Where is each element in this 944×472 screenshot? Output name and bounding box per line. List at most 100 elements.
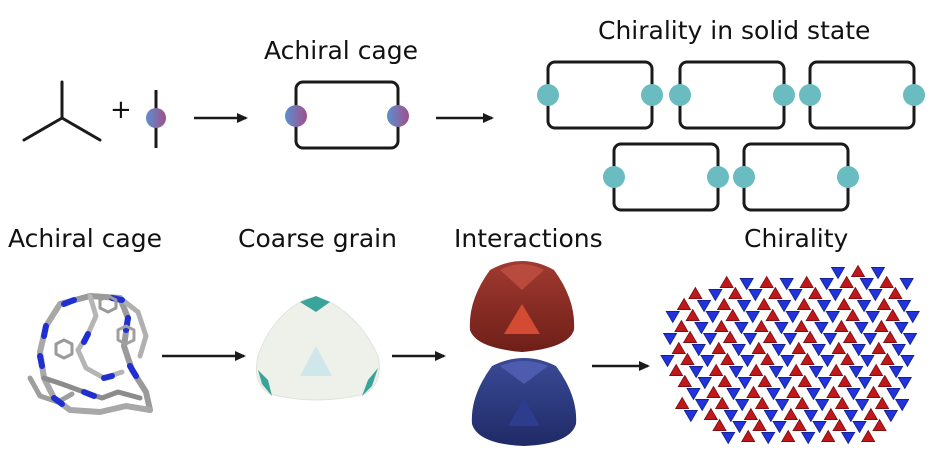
crystal-blue-unit (801, 432, 816, 445)
crystal-blue-unit (814, 322, 829, 335)
crystal-red-unit (717, 374, 732, 387)
crystal-blue-unit (766, 388, 781, 401)
cage-node (707, 166, 729, 188)
crystal-blue-unit (694, 399, 710, 412)
cage-node (837, 166, 859, 188)
crystal-blue-unit (820, 355, 835, 368)
crystal-red-unit (760, 352, 775, 365)
crystal-blue-unit (734, 322, 749, 335)
crystal-red-unit (714, 396, 730, 409)
crystal-red-unit (872, 418, 887, 431)
crystal-red-unit (850, 264, 866, 277)
crystal-red-unit (677, 374, 692, 387)
crystal-blue-unit (812, 421, 827, 434)
crystal-blue-unit (870, 267, 886, 280)
crystal-red-unit (680, 352, 695, 365)
crystal-blue-unit (814, 399, 830, 412)
crystal-red-unit (708, 363, 724, 376)
crystal-blue-unit (686, 388, 701, 401)
crystal-blue-unit (843, 410, 859, 423)
chirality-title: Chirality (744, 224, 849, 253)
crystal-red-unit (794, 319, 809, 332)
crystal-blue-unit (817, 377, 832, 390)
crystal-blue-unit (816, 300, 832, 313)
crystal-red-unit (714, 319, 729, 332)
crystal-red-unit (834, 396, 850, 409)
crystal-red-unit (836, 297, 852, 310)
crystal-red-unit (748, 363, 764, 376)
crystal-blue-unit (721, 432, 736, 445)
crystal-blue-unit (708, 289, 723, 302)
crystal-red-unit (781, 429, 796, 442)
crystal-blue-unit (774, 399, 790, 412)
crystal-red-unit (839, 275, 854, 288)
bottom-achiral-cage-title: Achiral cage (8, 224, 163, 253)
crystal-blue-unit (828, 289, 843, 302)
crystal-red-unit (716, 297, 732, 310)
crystal-blue-unit (819, 278, 834, 291)
crystal-red-unit (791, 341, 806, 354)
crystal-red-unit (674, 396, 690, 409)
crystal-blue-unit (734, 399, 750, 412)
crystal-red-unit (879, 275, 894, 288)
crystal-blue-unit (852, 421, 867, 434)
crystal-red-unit (885, 308, 900, 321)
crystal-blue-unit (854, 399, 870, 412)
crystal-red-unit (866, 385, 881, 398)
crystal-red-unit (788, 363, 804, 376)
crystal-blue-unit (825, 311, 840, 324)
crystal-red-unit (805, 308, 820, 321)
crystal-blue-unit (894, 399, 910, 412)
crystal-red-unit (842, 330, 858, 343)
crystal-red-unit (706, 385, 721, 398)
crystal-red-unit (821, 429, 836, 442)
crystal-red-unit (685, 308, 700, 321)
crystal-blue-unit (776, 300, 792, 313)
cage-node (773, 84, 795, 106)
crystal-red-unit (762, 330, 778, 343)
tetrahedron-icon (469, 261, 575, 352)
crystal-blue-unit (896, 300, 912, 313)
crystal-blue-unit (856, 300, 872, 313)
crystal-red-unit (880, 352, 895, 365)
crystal-blue-unit (700, 355, 715, 368)
crystal-blue-unit (688, 366, 704, 379)
crystal-blue-unit (782, 333, 798, 346)
crystal-blue-unit (723, 410, 739, 423)
crystal-red-unit (888, 286, 903, 299)
crystal-blue-unit (740, 355, 755, 368)
tetrahedron-icon (471, 358, 577, 446)
crystal-red-unit (759, 275, 774, 288)
crystal-blue-unit (788, 289, 803, 302)
crystal-blue-unit (859, 278, 874, 291)
crystal-red-unit (876, 297, 892, 310)
crystal-red-unit (861, 429, 876, 442)
crystal-blue-unit (772, 421, 787, 434)
crystal-blue-unit (803, 410, 819, 423)
crystal-red-unit (796, 297, 812, 310)
crystal-red-unit (757, 374, 772, 387)
crystal-red-unit (765, 308, 780, 321)
crystal-red-unit (794, 396, 810, 409)
crystal-red-unit (688, 286, 703, 299)
crystal-blue-unit (768, 366, 784, 379)
crystal-blue-unit (888, 366, 904, 379)
cage-node (537, 84, 559, 106)
crystal-blue-unit (900, 355, 915, 368)
crystal-blue-unit (736, 300, 752, 313)
crystal-red-unit (874, 319, 889, 332)
crystal-red-unit (840, 352, 855, 365)
tripod-linker-icon (22, 80, 102, 142)
crystal-blue-unit (905, 311, 920, 324)
cage-node (799, 84, 821, 106)
crystal-blue-unit (883, 410, 899, 423)
cage-node (669, 84, 691, 106)
crystal-red-unit (783, 407, 799, 420)
interactions-title: Interactions (454, 224, 603, 253)
crystal-red-unit (832, 418, 847, 431)
crystal-blue-unit (705, 311, 720, 324)
crystal-red-unit (752, 418, 767, 431)
crystal-red-unit (743, 407, 759, 420)
crystal-red-unit (845, 308, 860, 321)
crystal-red-unit (682, 330, 698, 343)
